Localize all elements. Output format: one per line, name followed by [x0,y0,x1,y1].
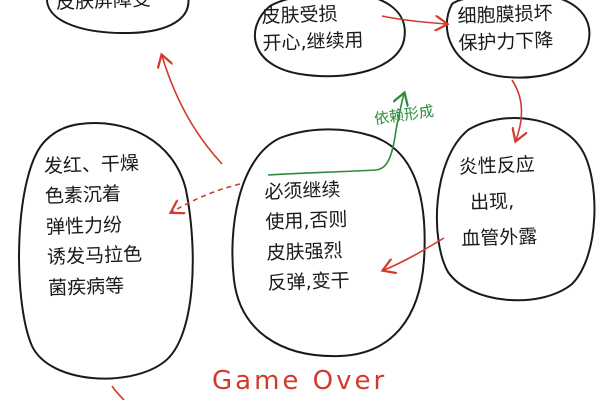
node-line: 皮肤受损 [261,3,338,28]
node-line: 血管外露 [460,225,538,251]
arrow-center-to-top-left [162,56,223,165]
arrow-left-to-game-over [111,385,125,400]
node-line: 弹性力纷 [45,213,123,239]
bubble-right [435,117,596,302]
dependency-underline [267,94,404,176]
node-top-right: 细胞膜损坏 保护力下降 [457,0,554,57]
node-right: 炎性反应 出现, 血管外露 [458,147,538,258]
node-line: 必须继续 [264,178,341,204]
node-line: 色素沉着 [44,183,122,209]
arrow-top-right-to-right [512,79,522,140]
node-top-center: 皮肤受损 开心,继续用 [261,0,364,57]
node-line: 炎性反应 [458,153,536,179]
node-line: 保护力下降 [458,29,554,55]
node-line: 菌疾病等 [47,274,125,300]
node-line: 使用,否则 [265,208,348,234]
node-left: 发红、干燥 色素沉着 弹性力纷 诱发马拉色 菌疾病等 [43,148,143,303]
node-line: 皮肤强烈 [266,239,343,265]
node-line: 出现, [469,190,515,215]
node-line: 反弹,变干 [267,269,350,295]
bubble-top-left [46,0,190,35]
node-line: 诱发马拉色 [46,243,143,269]
bubble-center [231,128,426,358]
game-over-label: Game Over [212,366,388,396]
arrow-center-to-left [172,183,241,212]
node-line: 发红、干燥 [43,152,140,178]
bubble-top-center [254,0,406,78]
node-line: 开心,继续用 [262,29,364,55]
node-center: 必须继续 使用,否则 皮肤强烈 反弹,变干 [264,175,350,299]
arrow-right-to-center [384,237,445,270]
node-line: 细胞膜损坏 [457,2,553,28]
bubble-top-right [445,0,591,79]
arrow-top-center-to-top-right [381,16,446,24]
bubble-left [18,122,194,380]
